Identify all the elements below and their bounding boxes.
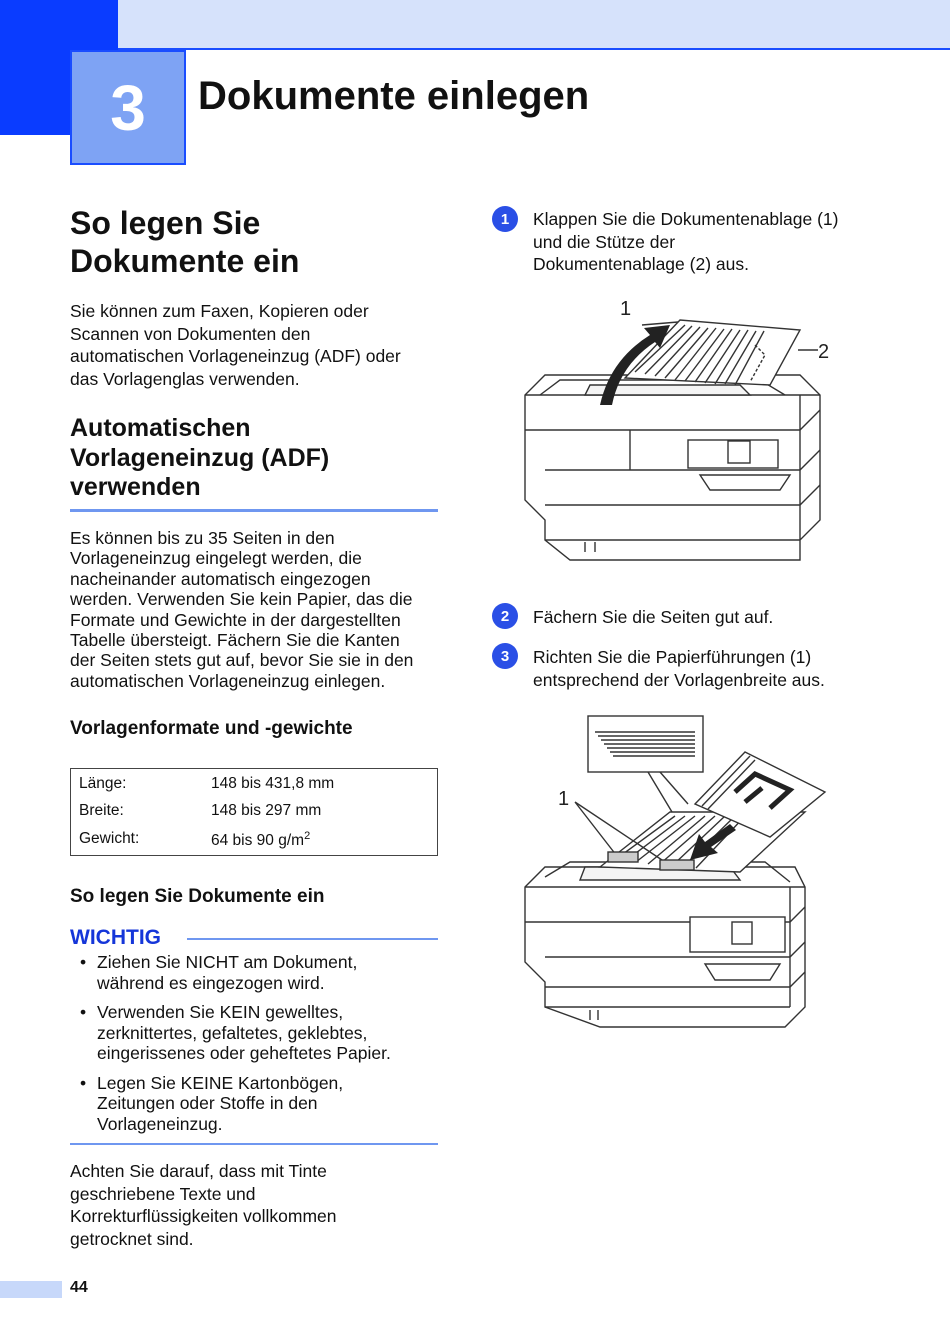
page-number-bar — [0, 1281, 62, 1298]
step-text: Richten Sie die Papierführungen (1) ents… — [533, 646, 933, 691]
text-line: das Vorlagenglas verwenden. — [70, 368, 300, 389]
step-text: Fächern Sie die Seiten gut auf. — [533, 606, 933, 629]
table-cell-value: 148 bis 431,8 mm — [211, 775, 335, 792]
intro-paragraph: Sie können zum Faxen, Kopieren oder Scan… — [70, 300, 450, 390]
text-line: Achten Sie darauf, dass mit Tinte — [70, 1161, 327, 1181]
callout-1: 1 — [620, 298, 631, 320]
section-title-line: So legen Sie — [70, 205, 261, 241]
text-line: automatischen Vorlageneinzug einlegen. — [70, 670, 386, 691]
callout-2: 2 — [818, 341, 829, 363]
table-cell-value: 64 bis 90 g/m2 — [211, 830, 310, 850]
adf-paragraph: Es können bis zu 35 Seiten in den Vorlag… — [70, 528, 450, 691]
heading-line: Vorlageneinzug (ADF) — [70, 443, 330, 472]
text-line: Fächern Sie die Seiten gut auf. — [533, 607, 774, 627]
formats-heading: Vorlagenformate und -gewichte — [70, 718, 353, 739]
list-item: Ziehen Sie NICHT am Dokument, während es… — [78, 952, 438, 993]
text-line: Tabelle übersteigt. Fächern Sie die Kant… — [70, 630, 400, 651]
chapter-number: 3 — [70, 50, 186, 165]
text-line: Ziehen Sie NICHT am Dokument, — [97, 952, 358, 972]
table-cell-value: 148 bis 297 mm — [211, 802, 322, 819]
weight-value: 64 bis 90 g/m — [211, 832, 305, 850]
step-number: 2 — [492, 603, 518, 629]
text-line: Vorlageneinzug. — [97, 1113, 223, 1134]
text-line: getrocknet sind. — [70, 1228, 194, 1249]
list-item: Legen Sie KEINE Kartonbögen, Zeitungen o… — [78, 1073, 438, 1135]
text-line: automatischen Vorlageneinzug (ADF) oder — [70, 346, 401, 366]
important-label: WICHTIG — [70, 926, 161, 949]
step-number: 1 — [492, 206, 518, 232]
header-band — [0, 0, 950, 48]
step-text: Klappen Sie die Dokumentenablage (1) und… — [533, 208, 933, 276]
text-line: eingerissenes oder geheftetes Papier. — [97, 1043, 391, 1063]
table-cell-label: Gewicht: — [79, 830, 140, 847]
callout-1: 1 — [558, 788, 569, 810]
text-line: Richten Sie die Papierführungen (1) — [533, 647, 812, 667]
step-number: 3 — [492, 643, 518, 669]
header-rule — [118, 48, 950, 50]
text-line: Formate und Gewichte in der dargestellte… — [70, 609, 401, 630]
formats-table: Länge: 148 bis 431,8 mm Breite: 148 bis … — [70, 768, 438, 856]
printer-illustration-open-tray: 1 2 — [524, 298, 829, 561]
text-line: während es eingezogen wird. — [97, 972, 325, 993]
important-list: Ziehen Sie NICHT am Dokument, während es… — [78, 952, 438, 1143]
adf-heading: Automatischen Vorlageneinzug (ADF) verwe… — [70, 414, 329, 503]
section-title: So legen Sie Dokumente ein — [70, 204, 299, 280]
heading-line: verwenden — [70, 473, 201, 501]
text-line: Korrekturflüssigkeiten vollkommen — [70, 1206, 337, 1226]
superscript: 2 — [304, 830, 311, 842]
text-line: Es können bis zu 35 Seiten in den — [70, 528, 335, 548]
important-rule — [187, 938, 438, 940]
table-cell-label: Breite: — [79, 802, 124, 819]
table-cell-label: Länge: — [79, 775, 127, 792]
text-line: nacheinander automatisch eingezogen — [70, 568, 371, 589]
chapter-title: Dokumente einlegen — [198, 74, 590, 118]
text-line: Zeitungen oder Stoffe in den — [97, 1093, 318, 1113]
text-line: Dokumentenablage (2) aus. — [533, 254, 749, 274]
text-line: Scannen von Dokumenten den — [70, 323, 311, 344]
text-line: werden. Verwenden Sie kein Papier, das d… — [70, 589, 413, 610]
text-line: Klappen Sie die Dokumentenablage (1) — [533, 209, 839, 229]
howto-heading: So legen Sie Dokumente ein — [70, 886, 325, 907]
heading-rule — [70, 509, 438, 512]
text-line: geschriebene Texte und — [70, 1183, 256, 1204]
printer-illustration-guides: 1 — [524, 715, 827, 1028]
heading-line: Automatischen — [70, 414, 251, 442]
section-title-line: Dokumente ein — [70, 243, 300, 279]
text-line: und die Stütze der — [533, 231, 676, 252]
text-line: zerknittertes, gefaltetes, geklebtes, — [97, 1022, 368, 1043]
page-number: 44 — [70, 1279, 88, 1296]
text-line: Legen Sie KEINE Kartonbögen, — [97, 1072, 344, 1093]
text-line: der Seiten stets gut auf, bevor Sie sie … — [70, 650, 414, 671]
important-end-rule — [70, 1143, 438, 1145]
note-paragraph: Achten Sie darauf, dass mit Tinte geschr… — [70, 1160, 450, 1250]
text-line: Verwenden Sie KEIN gewelltes, — [97, 1002, 344, 1022]
text-line: Vorlageneinzug eingelegt werden, die — [70, 548, 362, 569]
list-item: Verwenden Sie KEIN gewelltes, zerknitter… — [78, 1002, 438, 1064]
text-line: Sie können zum Faxen, Kopieren oder — [70, 301, 369, 321]
text-line: entsprechend der Vorlagenbreite aus. — [533, 669, 825, 690]
